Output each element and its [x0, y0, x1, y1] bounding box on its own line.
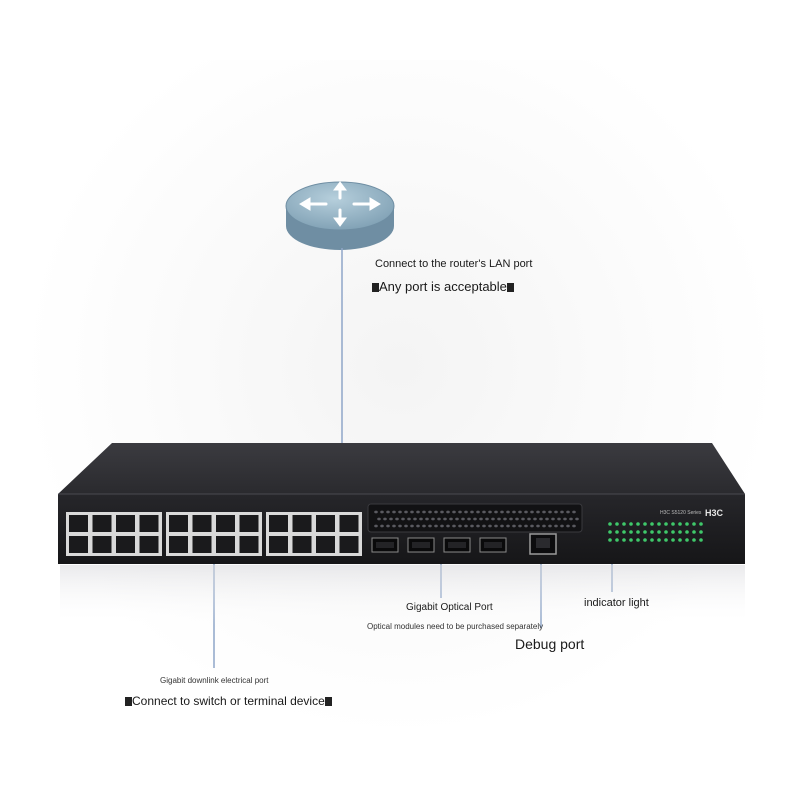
rj45-port-group — [66, 512, 362, 556]
rj45-port — [169, 536, 188, 553]
debug-port-label: Debug port — [515, 636, 585, 652]
indicator-led — [608, 538, 612, 542]
indicator-led — [643, 522, 647, 526]
rj45-port — [139, 515, 159, 532]
switch-chassis: H3C S5120 Series H3C — [58, 443, 745, 625]
indicator-led — [650, 530, 654, 534]
indicator-led — [629, 530, 633, 534]
indicator-led — [685, 538, 689, 542]
indicator-led — [650, 522, 654, 526]
indicator-led — [699, 530, 703, 534]
indicator-led — [650, 538, 654, 542]
router-icon — [285, 181, 395, 250]
rj45-port — [69, 515, 88, 532]
indicator-led — [608, 530, 612, 534]
brand-logo: H3C — [705, 508, 724, 518]
indicator-led — [685, 522, 689, 526]
router-label-text: Any port is acceptable — [379, 279, 507, 294]
indicator-led — [671, 538, 675, 542]
rj45-port — [316, 536, 335, 553]
rj45-port — [292, 515, 312, 532]
rj45-port — [192, 536, 212, 553]
indicator-led — [615, 530, 619, 534]
gigabit-port-label: Gigabit downlink electrical port — [160, 676, 269, 685]
indicator-led — [608, 522, 612, 526]
indicator-led — [636, 522, 640, 526]
rj45-port — [116, 515, 135, 532]
rj45-port — [216, 515, 235, 532]
indicator-light-label: indicator light — [584, 597, 649, 609]
indicator-led — [699, 538, 703, 542]
indicator-led — [678, 530, 682, 534]
rj45-port — [292, 536, 312, 553]
indicator-led — [685, 530, 689, 534]
indicator-led — [629, 522, 633, 526]
indicator-led — [692, 530, 696, 534]
indicator-led — [636, 538, 640, 542]
sfp-port-group — [371, 537, 507, 553]
indicator-led — [643, 530, 647, 534]
rj45-port — [339, 515, 359, 532]
indicator-led — [671, 530, 675, 534]
rj45-port — [316, 515, 335, 532]
indicator-led — [692, 522, 696, 526]
unknown-glyph-icon — [324, 697, 332, 706]
indicator-led — [622, 530, 626, 534]
indicator-led — [622, 538, 626, 542]
rj45-port — [139, 536, 159, 553]
rj45-port — [116, 536, 135, 553]
rj45-port — [239, 515, 259, 532]
indicator-led — [622, 522, 626, 526]
indicator-led — [692, 538, 696, 542]
indicator-led — [657, 522, 661, 526]
model-text: H3C S5120 Series — [660, 510, 702, 516]
rj45-port — [269, 536, 288, 553]
indicator-led — [664, 538, 668, 542]
background-glow — [20, 60, 780, 740]
indicator-led — [636, 530, 640, 534]
indicator-led — [643, 538, 647, 542]
unknown-glyph-icon — [125, 697, 132, 706]
gigabit-note-label: Connect to switch or terminal device — [125, 694, 332, 708]
indicator-led — [671, 522, 675, 526]
indicator-led — [657, 530, 661, 534]
rj45-port — [92, 536, 112, 553]
indicator-led — [664, 522, 668, 526]
indicator-led — [664, 530, 668, 534]
router-label-line1: Connect to the router's LAN port — [375, 258, 533, 270]
vent-grille — [374, 510, 579, 528]
rj45-port — [69, 536, 88, 553]
indicator-led — [678, 522, 682, 526]
rj45-port — [92, 515, 112, 532]
optical-port-label: Gigabit Optical Port — [406, 602, 493, 613]
indicator-led — [629, 538, 633, 542]
rj45-port — [339, 536, 359, 553]
indicator-led — [678, 538, 682, 542]
unknown-glyph-icon — [372, 283, 379, 292]
indicator-led — [699, 522, 703, 526]
rj45-port — [169, 515, 188, 532]
router-label-line2: Any port is acceptable — [372, 279, 514, 294]
indicator-led-panel — [608, 522, 703, 542]
rj45-port — [192, 515, 212, 532]
indicator-led — [657, 538, 661, 542]
unknown-glyph-icon — [506, 283, 514, 292]
optical-note-label: Optical modules need to be purchased sep… — [367, 622, 544, 631]
rj45-port — [269, 515, 288, 532]
gigabit-note-text: Connect to switch or terminal device — [132, 694, 325, 708]
rj45-port — [239, 536, 259, 553]
indicator-led — [615, 538, 619, 542]
rj45-port — [216, 536, 235, 553]
indicator-led — [615, 522, 619, 526]
